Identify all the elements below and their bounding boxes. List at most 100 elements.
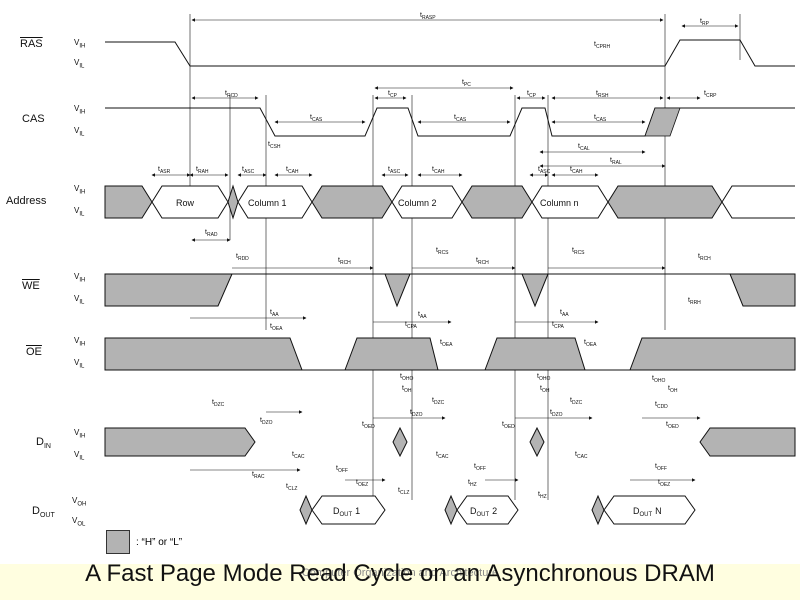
label-toh3: tOH (668, 385, 678, 394)
label-tasc3: tASC (538, 166, 551, 175)
dout-voh: VOH (72, 496, 87, 508)
label-trp: tRP (700, 18, 710, 27)
label-tihz2: tHZ (538, 491, 547, 500)
signal-label-oe: OE (26, 346, 42, 358)
label-trch2: tRCH (476, 257, 489, 266)
label-tcah2: tCAH (432, 166, 445, 175)
label-tcas2: tCAS (454, 114, 467, 123)
label-tohd3: tOHO (652, 375, 665, 384)
label-toea2: tOEA (440, 339, 453, 348)
label-tdzc2: tDZC (570, 397, 583, 406)
label-toed2: tOED (502, 421, 515, 430)
label-trad: tRAD (205, 229, 218, 238)
dout-vol: VOL (72, 516, 86, 528)
label-trcs2: tRCS (572, 247, 585, 256)
label-tcac2: tCAC (436, 451, 449, 460)
label-toh1: tOH (402, 385, 412, 394)
signal-label-dout: DOUT (32, 505, 55, 520)
ras-vih: VIH (74, 38, 86, 50)
label-tral: tRAL (610, 157, 622, 166)
address-vil: VIL (74, 206, 85, 218)
address-vih: VIH (74, 184, 86, 196)
label-tcac1: tCAC (292, 451, 305, 460)
signal-label-cas: CAS (22, 113, 45, 125)
label-trch1: tRCH (338, 257, 351, 266)
label-trrh: tRRH (688, 297, 701, 306)
label-tcp1: tCP (388, 90, 398, 99)
ras-waveform (105, 39, 795, 67)
label-toez2: tOEZ (658, 479, 670, 488)
label-tcac3: tCAC (575, 451, 588, 460)
guide-lines (189, 14, 741, 500)
address-bus (104, 184, 795, 220)
label-tcas1: tCAS (310, 114, 323, 123)
label-tasr: tASR (158, 166, 171, 175)
label-tcsh: tCSH (268, 141, 281, 150)
label-tdzc1: tDZC (432, 397, 445, 406)
we-waveform (104, 273, 796, 308)
label-tihz1: tHZ (468, 479, 477, 488)
cas-vil: VIL (74, 126, 85, 138)
label-tohd2: tOHO (537, 373, 550, 382)
label-toea1: tOEA (270, 323, 283, 332)
label-trcd: tRCD (225, 90, 238, 99)
label-toed1: tOED (362, 421, 375, 430)
oe-vih: VIH (74, 336, 86, 348)
label-tcah1: tCAH (286, 166, 299, 175)
signal-label-address: Address (6, 195, 47, 207)
bus-coln: Column n (540, 198, 579, 208)
label-toff2: tOFF (474, 463, 486, 472)
legend-text: : “H” or “L” (136, 536, 183, 548)
signal-label-din: DIN (36, 436, 51, 451)
label-trasp: tRASP (420, 12, 436, 21)
footer-title: A Fast Page Mode Read Cycle on an Asynch… (85, 560, 715, 587)
label-tohd1: tOHO (400, 373, 413, 382)
label-trcs1: tRCS (436, 247, 449, 256)
label-tcpa1: tCPA (405, 321, 418, 330)
label-tclz2: tCLZ (398, 487, 409, 496)
footer-band (0, 564, 800, 600)
signal-label-ras: RAS (20, 38, 43, 50)
label-tdzc3: tDZC (212, 399, 225, 408)
label-tasc2: tASC (388, 166, 401, 175)
dout-waveform (299, 494, 696, 526)
label-tcprh: tCPRH (594, 41, 611, 50)
label-trsh: tRSH (596, 90, 609, 99)
label-tdzo1: tDZO (410, 409, 423, 418)
label-tasc1: tASC (242, 166, 255, 175)
we-vil: VIL (74, 294, 85, 306)
label-tcpa2: tCPA (552, 321, 565, 330)
label-tdzo2: tDZO (550, 409, 563, 418)
din-vih: VIH (74, 428, 86, 440)
timing-arrows (151, 18, 739, 482)
legend: : “H” or “L” (106, 530, 182, 554)
label-toea3: tOEA (584, 339, 597, 348)
label-trah: tRAH (196, 166, 209, 175)
label-tclz1: tCLZ (286, 483, 297, 492)
bus-col1: Column 1 (248, 198, 287, 208)
label-trdd: tRDD (236, 253, 249, 262)
we-vih: VIH (74, 272, 86, 284)
footer-subtitle: Computer Organization and Architecture (301, 567, 499, 579)
label-tcal: tCAL (578, 143, 590, 152)
label-tcah3: tCAH (570, 166, 583, 175)
label-trac: tRAC (252, 471, 265, 480)
label-tdzo3: tDZO (260, 417, 273, 426)
cas-vih: VIH (74, 104, 86, 116)
din-waveform (104, 426, 796, 458)
label-toh2: tOH (540, 385, 550, 394)
label-taa2: tAA (418, 311, 427, 320)
label-toff3: tOFF (655, 463, 667, 472)
din-vil: VIL (74, 450, 85, 462)
label-tcdd: tCDD (655, 401, 668, 410)
label-tcrp: tCRP (704, 90, 717, 99)
bus-col2: Column 2 (398, 198, 437, 208)
label-tcas3: tCAS (594, 114, 607, 123)
legend-swatch (106, 530, 130, 554)
label-taa3: tAA (560, 309, 569, 318)
label-toff1: tOFF (336, 465, 348, 474)
